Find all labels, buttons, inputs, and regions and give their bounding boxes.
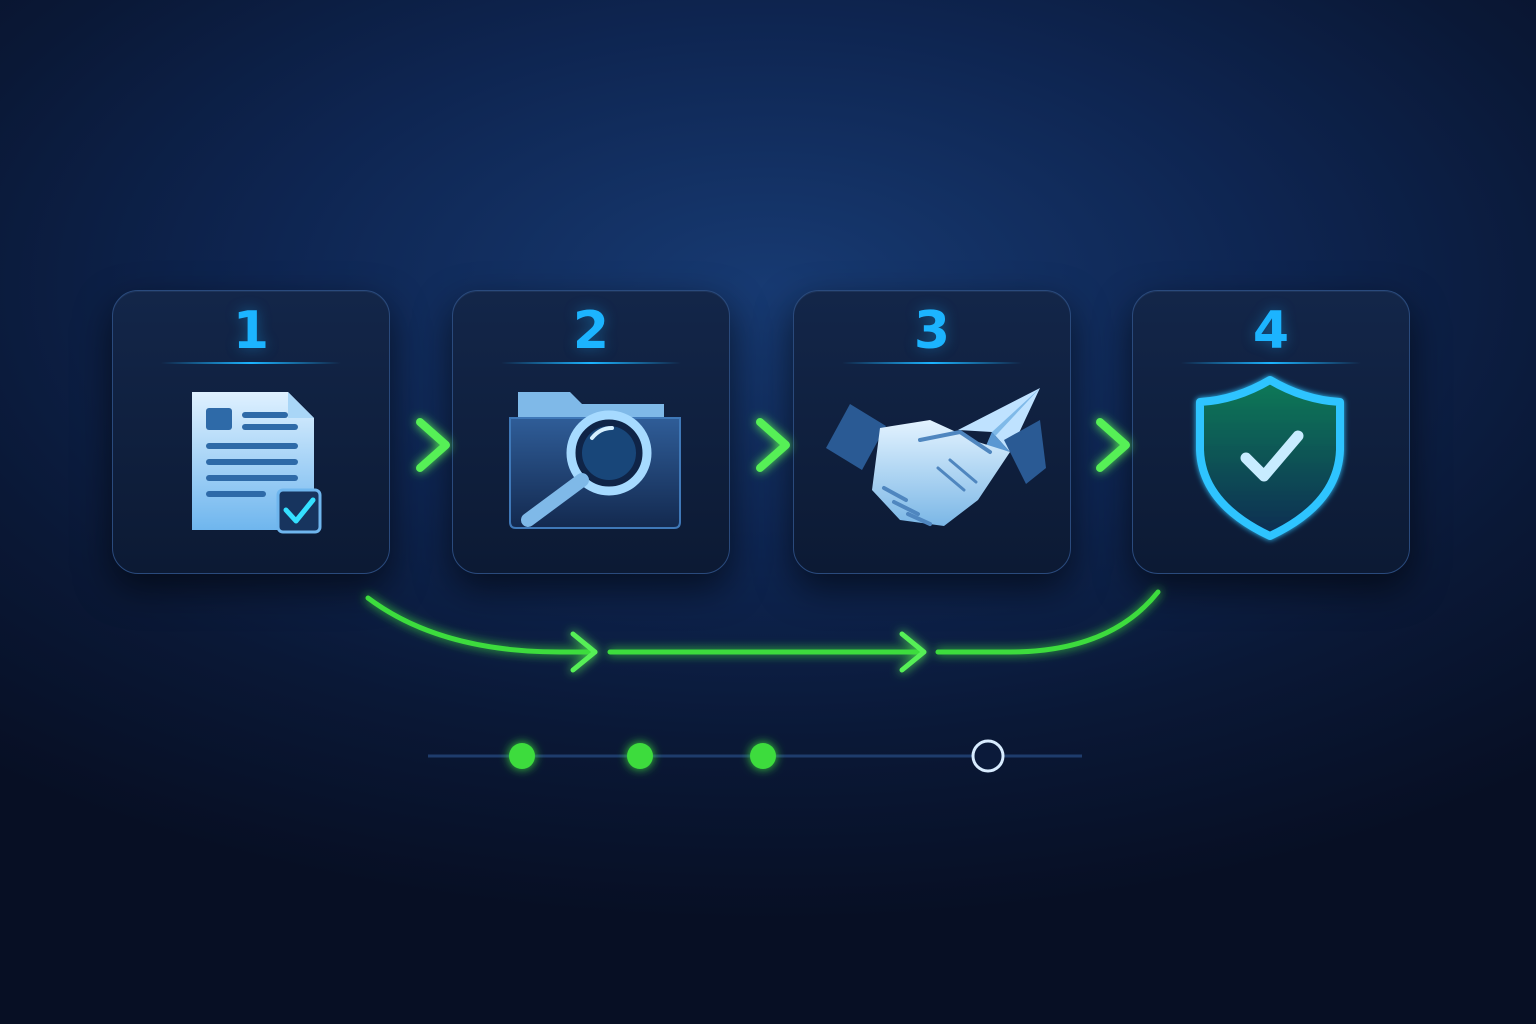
step-divider-1 xyxy=(161,362,341,364)
connector-arrow-3-4 xyxy=(1044,418,1130,472)
progress-dot-complete xyxy=(509,743,535,769)
document-checklist-icon xyxy=(192,392,322,534)
progress-dot-pending xyxy=(971,739,1005,773)
flow-curve-arrow xyxy=(365,589,1161,673)
step-number-1: 1 xyxy=(232,301,270,361)
progress-dots xyxy=(509,739,1005,773)
folder-search-icon xyxy=(509,392,681,529)
shield-check-icon xyxy=(1196,376,1344,540)
step-number-2: 2 xyxy=(572,301,610,361)
step-divider-3 xyxy=(842,362,1022,364)
step-divider-2 xyxy=(501,362,681,364)
step-number-3: 3 xyxy=(913,301,951,361)
connector-arrow-1-2 xyxy=(364,418,450,472)
connector-arrow-2-3 xyxy=(704,418,790,472)
step-number-4: 4 xyxy=(1252,301,1290,361)
handshake-paper-plane-icon xyxy=(826,388,1046,526)
progress-dot-complete xyxy=(750,743,776,769)
step-divider-4 xyxy=(1181,362,1361,364)
progress-dot-complete xyxy=(627,743,653,769)
